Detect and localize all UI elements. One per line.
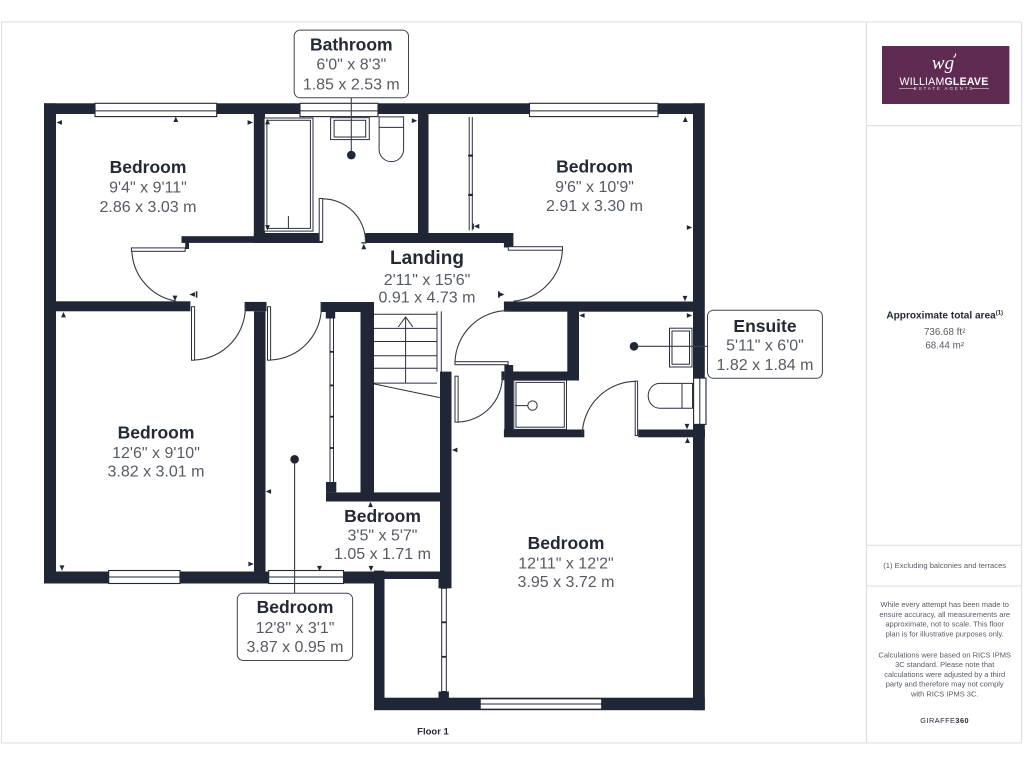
svg-text:plan is for illustrative purpo: plan is for illustrative purposes only. <box>886 629 1004 638</box>
svg-text:736.68 ft²: 736.68 ft² <box>924 327 966 338</box>
svg-text:Bedroom: Bedroom <box>118 423 195 443</box>
svg-text:3.82 x 3.01 m: 3.82 x 3.01 m <box>108 464 205 481</box>
svg-text:Bathroom: Bathroom <box>310 34 393 54</box>
svg-text:Bedroom: Bedroom <box>344 506 421 526</box>
svg-text:Floor 1: Floor 1 <box>417 727 449 738</box>
svg-text:9'4" x 9'11": 9'4" x 9'11" <box>109 180 187 197</box>
svg-text:Bedroom: Bedroom <box>257 597 334 617</box>
svg-text:3.95 x 3.72 m: 3.95 x 3.72 m <box>518 574 615 591</box>
svg-text:wg: wg <box>932 53 954 74</box>
svg-text:12'6" x 9'10": 12'6" x 9'10" <box>112 445 200 462</box>
svg-text:party and therefore may not co: party and therefore may not comply <box>886 680 1004 689</box>
svg-text:1.85 x 2.53 m: 1.85 x 2.53 m <box>303 76 400 93</box>
svg-text:3'5" x 5'7": 3'5" x 5'7" <box>348 528 418 545</box>
svg-text:6'0" x 8'3": 6'0" x 8'3" <box>316 56 386 73</box>
svg-text:ESTATE AGENTS: ESTATE AGENTS <box>914 86 975 91</box>
svg-text:While every attempt has been m: While every attempt has been made to <box>880 600 1008 609</box>
svg-text:3.87 x 0.95 m: 3.87 x 0.95 m <box>247 639 344 656</box>
svg-text:ensure accuracy, all measureme: ensure accuracy, all measurements are <box>879 610 1010 619</box>
svg-text:Bedroom: Bedroom <box>110 157 187 177</box>
svg-text:Calculations were based on RIC: Calculations were based on RICS IPMS <box>878 650 1011 659</box>
svg-text:Bedroom: Bedroom <box>528 533 605 553</box>
svg-text:12'8" x 3'1": 12'8" x 3'1" <box>256 620 335 637</box>
svg-text:2.91 x 3.30 m: 2.91 x 3.30 m <box>546 198 643 215</box>
svg-text:1.05 x 1.71 m: 1.05 x 1.71 m <box>334 546 431 563</box>
svg-text:Bedroom: Bedroom <box>556 157 633 177</box>
svg-text:Landing: Landing <box>390 248 464 269</box>
svg-text:GIRAFFE360: GIRAFFE360 <box>920 716 969 725</box>
svg-text:1.82 x 1.84 m: 1.82 x 1.84 m <box>717 357 814 374</box>
svg-text:approximate, not to scale. Thi: approximate, not to scale. This floor <box>885 620 1004 629</box>
svg-text:3C standard. Please note that: 3C standard. Please note that <box>895 660 995 669</box>
svg-text:0.91 x 4.73 m: 0.91 x 4.73 m <box>379 289 476 306</box>
svg-text:5'11" x 6'0": 5'11" x 6'0" <box>726 338 804 355</box>
svg-text:12'11" x 12'2": 12'11" x 12'2" <box>518 556 613 573</box>
svg-text:Approximate total area(1): Approximate total area(1) <box>886 311 1003 322</box>
svg-text:68.44 m²: 68.44 m² <box>925 341 964 352</box>
svg-text:calculations were adjusted by: calculations were adjusted by a third <box>884 670 1005 679</box>
svg-text:9'6" x 10'9": 9'6" x 10'9" <box>555 179 634 196</box>
svg-text:Ensuite: Ensuite <box>733 316 796 336</box>
svg-text:2'11" x 15'6": 2'11" x 15'6" <box>384 272 471 289</box>
svg-text:WILLIAMGLEAVE: WILLIAMGLEAVE <box>900 76 989 88</box>
svg-text:with RICS IPMS 3C.: with RICS IPMS 3C. <box>910 690 979 699</box>
svg-text:(1) Excluding balconies and te: (1) Excluding balconies and terraces <box>883 561 1006 570</box>
svg-text:2.86 x 3.03 m: 2.86 x 3.03 m <box>100 199 197 216</box>
